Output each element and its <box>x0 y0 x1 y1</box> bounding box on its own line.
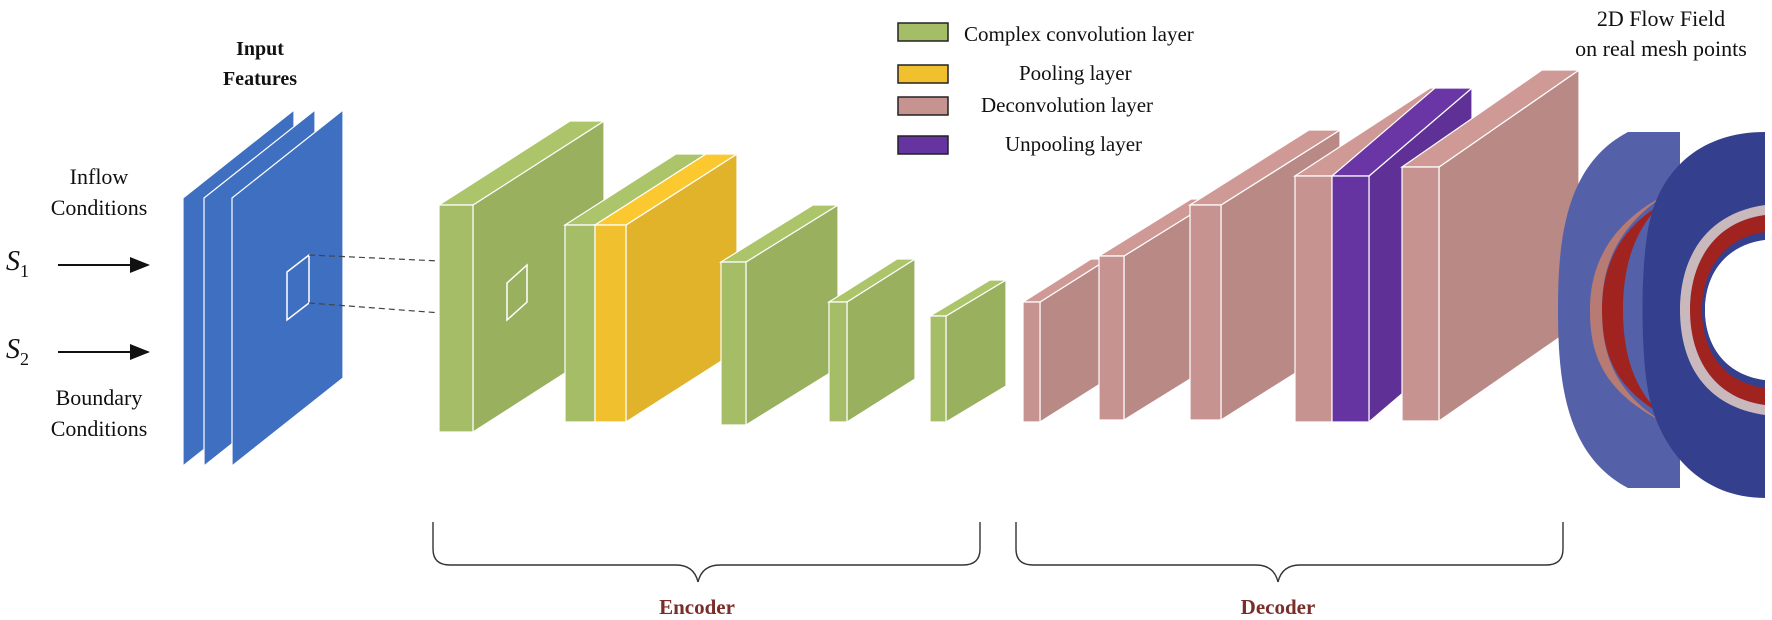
s1-subscript: 1 <box>20 261 29 281</box>
s2-letter: S <box>6 334 20 365</box>
deconv-block-1-side <box>1039 257 1109 424</box>
legend-swatch-pool <box>897 64 949 84</box>
output-title-line2: on real mesh points <box>1575 36 1747 61</box>
flow-field-back-hot-region <box>1602 205 1660 413</box>
s2-subscript: 2 <box>20 349 29 369</box>
legend-label-pool: Pooling layer <box>1019 61 1132 85</box>
pool-block-1-front <box>594 224 627 423</box>
flow-field-front-halo <box>1680 205 1765 415</box>
deconv-block-1-front <box>1022 301 1041 423</box>
flow-field-front-hot-region <box>1690 215 1765 405</box>
input-feature-planes <box>182 108 344 468</box>
encoder-brace <box>432 522 981 583</box>
conv-receptive-patch <box>506 263 528 322</box>
output-title-line1: 2D Flow Field <box>1597 6 1725 31</box>
inflow-conditions-line1: Inflow <box>70 164 129 189</box>
encoder-label: Encoder <box>659 595 735 619</box>
layer-blocks <box>436 68 1581 434</box>
input-features-title-line2: Features <box>223 68 297 90</box>
s1-label: S1 <box>6 246 29 281</box>
conv-block-4-side <box>846 257 916 424</box>
conv-block-4-front <box>828 301 848 423</box>
conv-block-2a-front <box>564 224 596 423</box>
legend-swatch-deconv <box>897 96 949 116</box>
deconv-block-4b-front <box>1401 166 1440 422</box>
legend-label-unpool: Unpooling layer <box>1005 132 1142 156</box>
legend-swatch-conv <box>897 22 949 42</box>
conv-block-3-front <box>720 261 747 426</box>
input-features-title-line1: Input <box>236 38 284 60</box>
deconv-block-3-front <box>1189 204 1222 421</box>
flow-field-front-core <box>1705 240 1765 380</box>
boundary-conditions-line1: Boundary <box>56 385 143 410</box>
s1-letter: S <box>6 246 20 277</box>
boundary-conditions-line2: Conditions <box>51 416 148 441</box>
legend-label-deconv: Deconvolution layer <box>981 93 1153 117</box>
deconv-block-2-front <box>1098 255 1125 421</box>
conv-block-1-front <box>438 204 474 433</box>
deconv-block-4a-front <box>1294 175 1333 423</box>
decoder-brace <box>1015 522 1564 583</box>
decoder-label: Decoder <box>1241 595 1316 619</box>
conv-block-5-front <box>929 315 947 423</box>
flow-field-visualization <box>1558 132 1765 498</box>
inflow-conditions-line2: Conditions <box>51 195 148 220</box>
legend: Complex convolution layer Pooling layer … <box>897 22 1194 156</box>
flow-field-back-halo <box>1590 195 1665 423</box>
legend-label-conv: Complex convolution layer <box>964 22 1194 46</box>
unpool-block-1-front <box>1331 175 1370 423</box>
legend-swatch-unpool <box>897 135 949 155</box>
s2-label: S2 <box>6 334 29 369</box>
